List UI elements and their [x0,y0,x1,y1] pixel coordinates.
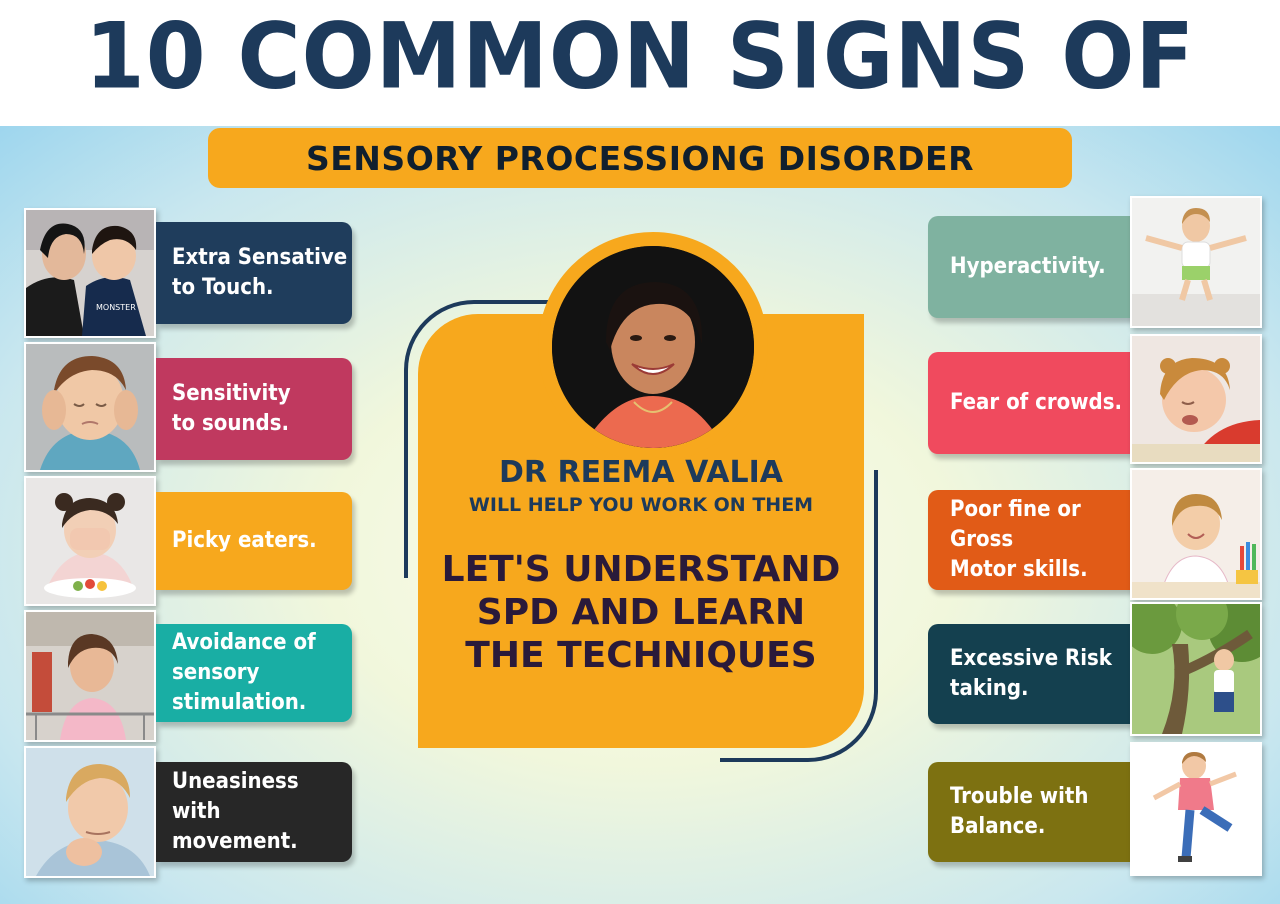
girl-playing-with-crayons-photo [1130,468,1262,600]
sign-label: Poor fine or Gross Motor skills. [950,497,1088,582]
child-climbing-tree-photo [1130,602,1262,736]
mother-and-son-photo: MONSTER [24,208,156,338]
center-frame-line-left [404,300,564,578]
main-title: 10 COMMON SIGNS OF [84,4,1196,111]
sign-tile-trouble-with-balance: Trouble with Balance. [928,762,1132,862]
girl-refusing-food-photo [24,476,156,606]
sign-label: Sensitivity to sounds. [172,381,291,436]
center-frame-line-right [720,470,878,762]
girl-with-shopping-cart-photo [24,610,156,742]
title-band: 10 COMMON SIGNS OF [0,0,1280,126]
subtitle-banner: SENSORY PROCESSIONG DISORDER [208,128,1072,188]
sign-tile-fear-of-crowds: Fear of crowds. [928,352,1132,454]
sign-label: Avoidance of sensory stimulation. [172,630,316,715]
doctor-name: DR REEMA VALIA [499,455,783,490]
sign-label: Extra Sensative to Touch. [172,245,348,300]
boy-thinking-photo [24,746,156,878]
sign-label: Uneasiness with movement. [172,769,299,854]
boy-covering-ears-photo [24,342,156,472]
sign-tile-uneasiness-with-movement: Uneasiness with movement. [156,762,352,862]
doctor-portrait [552,246,754,448]
sign-label: Hyperactivity. [950,254,1106,279]
sign-label: Fear of crowds. [950,390,1123,415]
sign-tile-extra-sensitive-to-touch: Extra Sensative to Touch. [156,222,352,324]
toddler-balancing-photo [1130,742,1262,876]
svg-text:MONSTER: MONSTER [96,303,136,312]
sign-tile-hyperactivity: Hyperactivity. [928,216,1132,318]
sign-tile-avoidance-of-sensory-stimulation: Avoidance of sensory stimulation. [156,624,352,722]
sign-label: Trouble with Balance. [950,784,1089,839]
sign-label: Picky eaters. [172,528,317,553]
sign-tile-sensitivity-to-sounds: Sensitivity to sounds. [156,358,352,460]
sign-tile-picky-eaters: Picky eaters. [156,492,352,590]
boy-jumping-photo [1130,196,1262,328]
sign-label: Excessive Risk taking. [950,646,1112,701]
sign-tile-poor-fine-or-gross-motor-skills: Poor fine or Gross Motor skills. [928,490,1132,590]
doctor-help-line: WILL HELP YOU WORK ON THEM [468,494,814,516]
sign-tile-excessive-risk-taking: Excessive Risk taking. [928,624,1132,724]
boy-crying-photo [1130,334,1262,464]
call-to-action: LET'S UNDERSTAND SPD AND LEARN THE TECHN… [441,549,841,676]
